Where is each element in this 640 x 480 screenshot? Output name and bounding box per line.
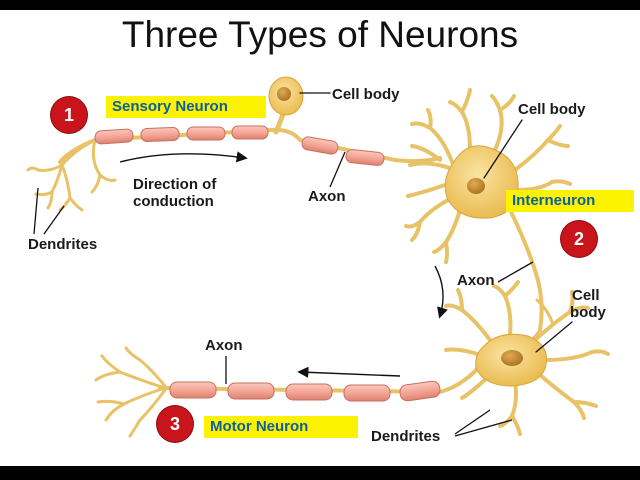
interneuron-cell-body-pointer [483,119,523,179]
sensory-dendrites-pointer-b [43,205,65,235]
top-black-bar [0,0,640,10]
interneuron [404,88,572,344]
motor-neuron-label: Motor Neuron [204,416,358,438]
motor-cell-body-label-line2: body [570,304,606,321]
motor-number-badge: 3 [157,406,193,442]
interneuron-axon [508,208,544,332]
interneuron-nucleus [467,178,485,194]
sensory-cell-body-label: Cell body [332,86,400,103]
direction-label-line1: Direction of [133,176,217,193]
sensory-axon-pointer [329,151,346,188]
interneuron-axon-pointer [497,261,534,283]
sensory-neuron-label: Sensory Neuron [106,96,266,118]
sensory-dendrites-label: Dendrites [28,236,98,253]
interneuron-cell-body-label: Cell body [518,101,586,118]
sensory-number-badge: 1 [51,97,87,133]
sensory-dendrites-pointer-a [33,187,39,235]
motor-nucleus [501,350,523,366]
interneuron-axon-label: Axon [457,272,495,289]
motor-neuron [94,280,610,438]
motor-cell-body-label-line1: Cell [572,287,600,304]
motor-cell-body-pointer [535,321,573,353]
direction-arrow-bottom [297,366,401,378]
direction-arrow-middle [434,265,448,319]
sensory-nucleus [277,87,291,101]
motor-axon-label: Axon [205,337,243,354]
motor-dendrites [444,280,610,436]
interneuron-number-badge: 2 [561,221,597,257]
motor-myelin-sheath [169,380,441,402]
interneuron-label: Interneuron [506,190,634,212]
bottom-black-bar [0,466,640,480]
sensory-axon-label: Axon [308,188,346,205]
motor-dendrites-pointer-a [454,409,491,435]
direction-arrow-top [119,151,248,163]
motor-dendrites-label: Dendrites [371,428,441,445]
motor-axon-terminals [94,346,167,438]
motor-dendrites-pointer-b [454,419,513,437]
direction-label-line2: conduction [133,193,214,210]
slide-title: Three Types of Neurons [121,14,519,55]
sensory-myelin-sheath [94,125,385,166]
sensory-axon-core [58,127,442,164]
